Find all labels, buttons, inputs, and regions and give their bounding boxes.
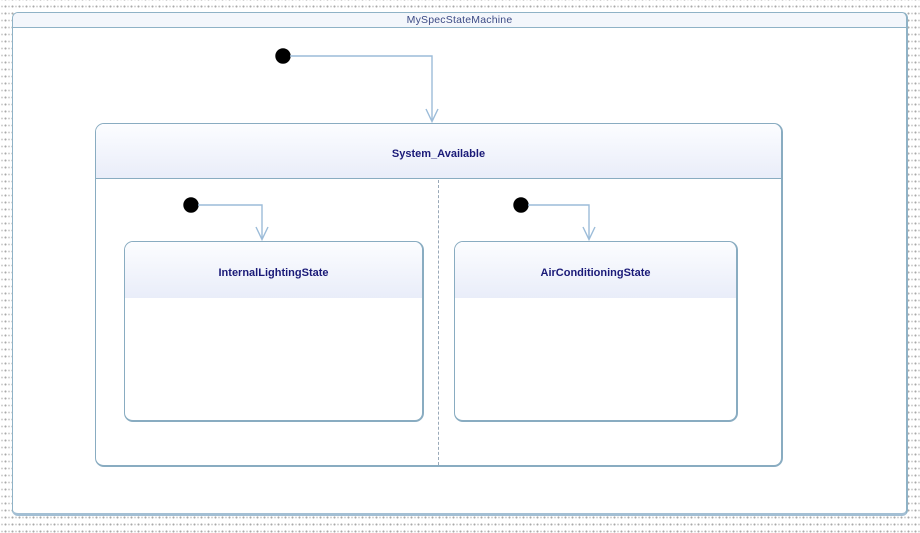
state-air-conditioning[interactable]: AirConditioningState: [454, 241, 738, 422]
state-system-available-header: System_Available: [96, 124, 781, 179]
frame-title-bar: MySpecStateMachine: [13, 13, 906, 28]
state-system-available-name: System_Available: [391, 147, 486, 160]
state-internal-lighting-name: InternalLightingState: [218, 266, 329, 279]
state-air-conditioning-name: AirConditioningState: [540, 266, 651, 279]
frame-title: MySpecStateMachine: [406, 14, 513, 26]
region-divider: [438, 180, 439, 465]
state-internal-lighting-header: InternalLightingState: [125, 242, 422, 298]
state-air-conditioning-header: AirConditioningState: [455, 242, 736, 298]
state-internal-lighting[interactable]: InternalLightingState: [124, 241, 424, 422]
